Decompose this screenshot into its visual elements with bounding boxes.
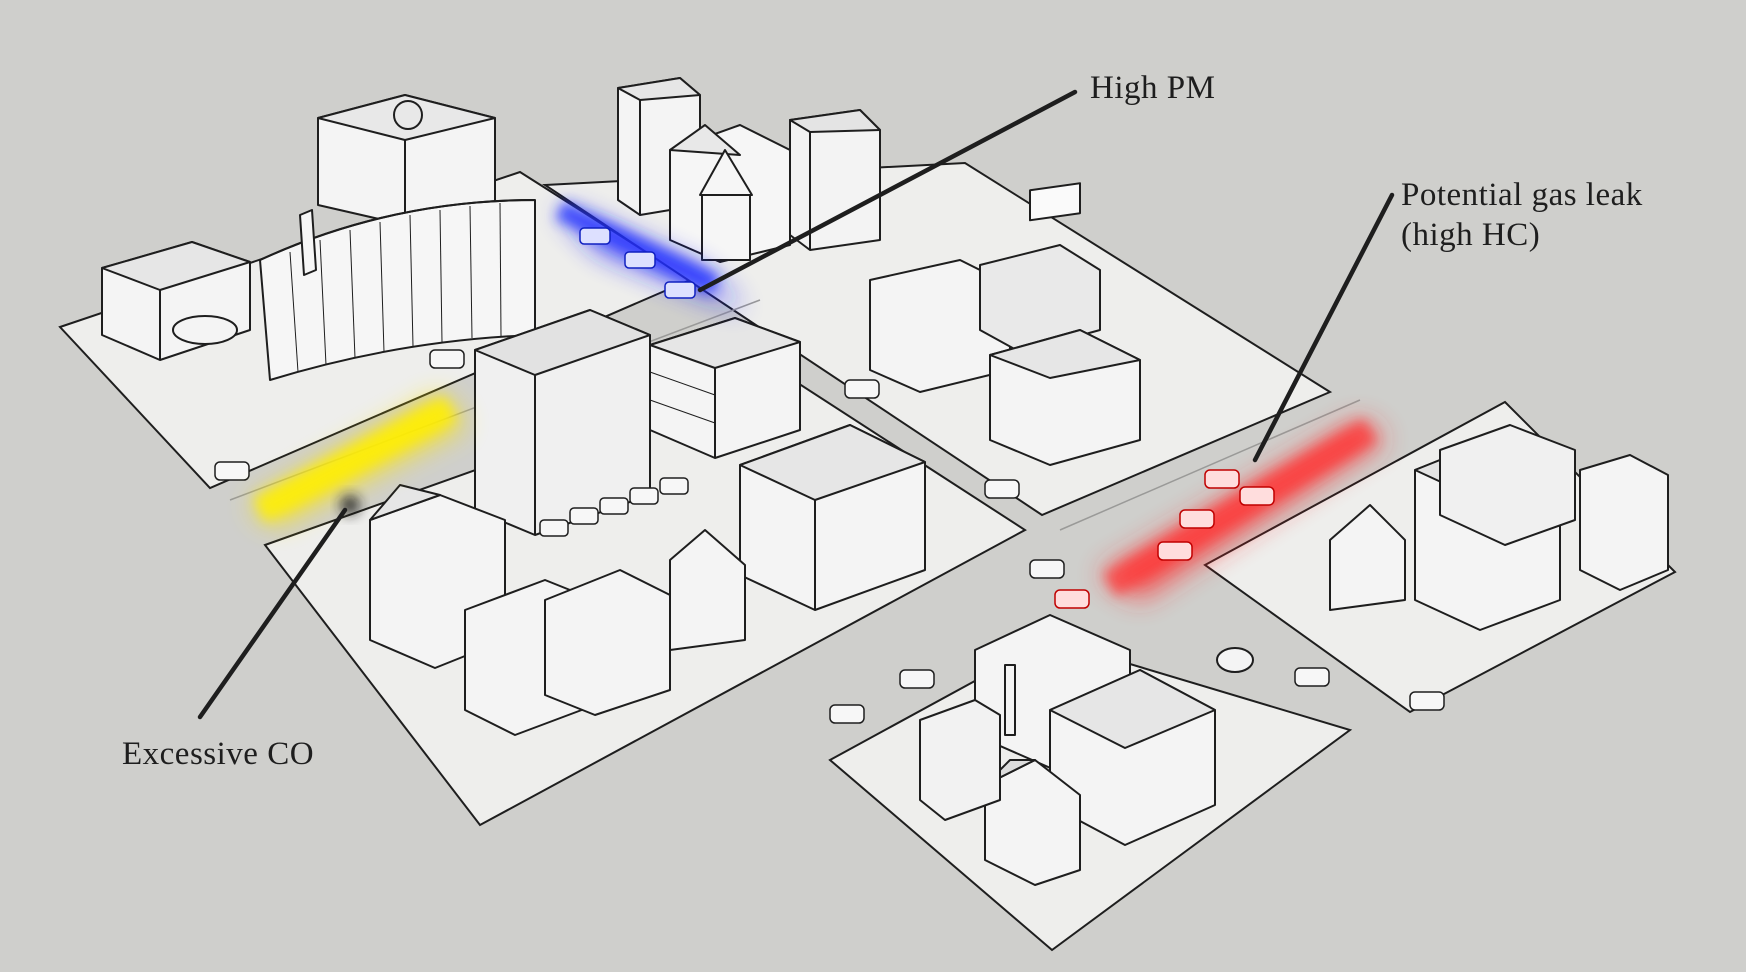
- label-gas-leak-line1: Potential gas leak: [1401, 177, 1643, 213]
- callout-line-high-pm: [697, 89, 1078, 293]
- red-cars: [1054, 469, 1275, 609]
- church-building: [669, 124, 791, 263]
- north-block-shops: [869, 182, 1141, 466]
- label-gas-leak-line2: (high HC): [1401, 217, 1541, 253]
- label-high-pm: High PM: [1090, 68, 1215, 108]
- apartment-block: [649, 317, 801, 459]
- mid-building-east: [739, 424, 926, 611]
- label-high-pm-text: High PM: [1090, 70, 1216, 106]
- label-excessive-co-text: Excessive CO: [122, 736, 315, 772]
- south-block-buildings: [919, 614, 1254, 886]
- label-excessive-co: Excessive CO: [122, 734, 314, 774]
- low-building-west: [101, 241, 251, 361]
- east-block-buildings: [1329, 424, 1669, 631]
- north-right-buildings: [789, 109, 881, 251]
- buildings: [101, 77, 1669, 886]
- callout-line-gas-leak: [1252, 192, 1395, 463]
- callout-line-excessive-co: [197, 507, 348, 720]
- cars: [214, 349, 1445, 724]
- central-tall-building: [474, 309, 651, 536]
- rowhouses: [369, 484, 746, 736]
- label-gas-leak: Potential gas leak (high HC): [1401, 175, 1643, 255]
- tower-building: [317, 94, 496, 226]
- callout-lines: [197, 89, 1395, 720]
- blue-cars: [579, 227, 696, 299]
